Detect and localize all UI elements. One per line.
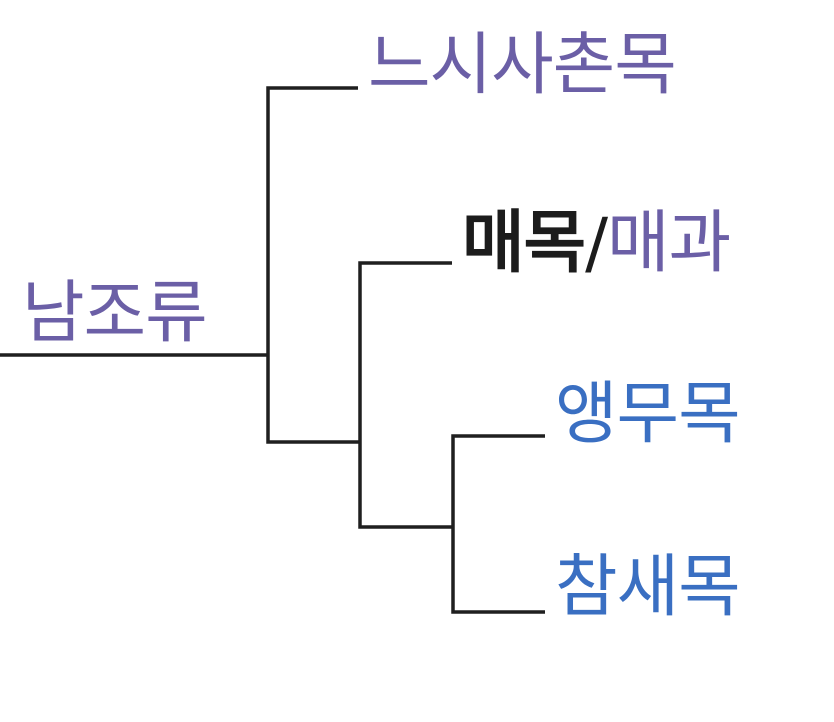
branch-maemok (358, 261, 453, 529)
leaf-label-maemok: 매목 (462, 204, 586, 283)
root-label: 남조류 (22, 274, 208, 353)
leaf-label-aengmumok: 앵무목 (555, 375, 741, 454)
branch-aengmu-chamsae (451, 434, 545, 614)
leaf-label-maegwa: 매과 (607, 204, 731, 283)
leaf-label-maemok-group: 매목/매과 (462, 210, 731, 278)
leaf-label-nsachonmok: 느시사촌목 (368, 26, 677, 105)
label-separator: / (585, 204, 608, 283)
leaf-label-chamsaemok: 참새목 (555, 548, 741, 627)
branch-nsachonmok (266, 86, 360, 444)
